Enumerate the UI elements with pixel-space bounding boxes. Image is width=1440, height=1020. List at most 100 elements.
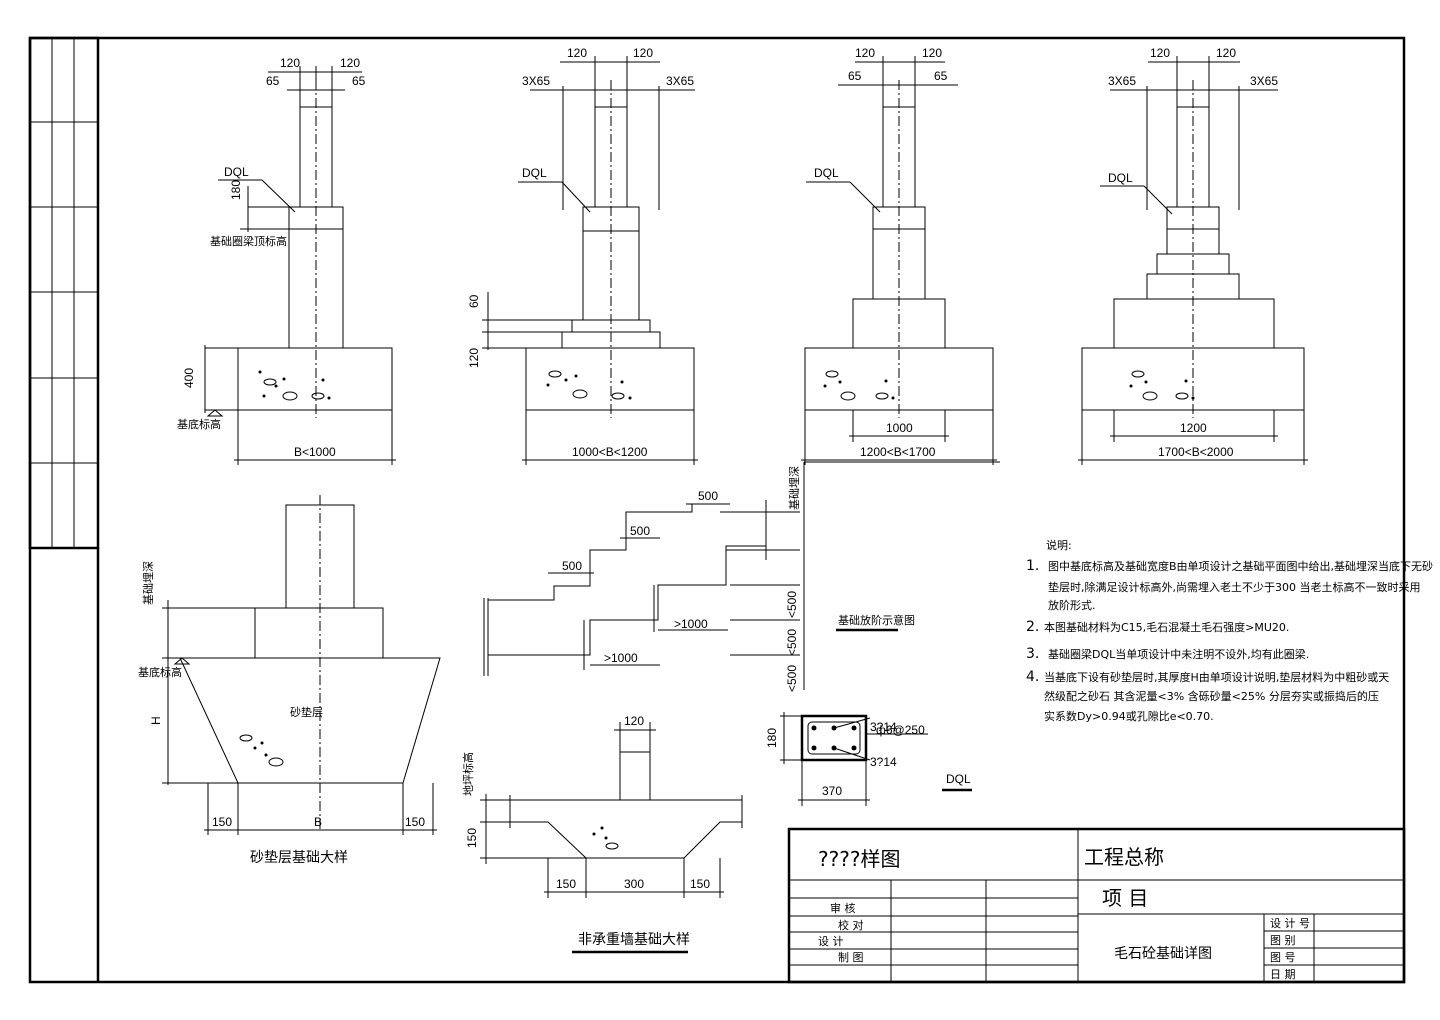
sand-layer-label: 砂垫层: [290, 705, 323, 719]
dim-label: 150: [405, 815, 425, 829]
beam-width-label: 370: [822, 784, 842, 798]
note-line: 垫层时,除满足设计标高外,尚需埋入老土不少于300 当老土标高不一致时采用: [1048, 580, 1420, 594]
project-label: 工程总称: [1084, 845, 1164, 869]
sand-cushion-detail: 基础埋深 基底标高 H 砂垫层 150 B 150 砂垫层基础大样: [138, 495, 441, 866]
dim-label: 120: [922, 46, 942, 60]
dql-label: DQL: [814, 166, 839, 180]
dim-label: 150: [212, 815, 232, 829]
dim-label: 300: [624, 877, 644, 891]
dim-label: 3X65: [522, 74, 550, 88]
dim-label: 3X65: [1250, 74, 1278, 88]
dim-label: 150: [556, 877, 576, 891]
width-label: 1000<B<1200: [572, 445, 648, 459]
inner-width-label: 1200: [1180, 421, 1207, 435]
height-label: <500: [785, 591, 799, 618]
foundation-detail-2: 120 120 3X65 3X65 DQL 60 120 1000<B<1200: [467, 46, 698, 465]
rubble-aggregate: [546, 370, 632, 400]
sand-detail-title: 砂垫层基础大样: [250, 849, 348, 866]
h-label: H: [149, 716, 163, 725]
dim-label: 120: [467, 348, 481, 368]
note-number: 1.: [1026, 558, 1039, 574]
step-width-label: 500: [630, 524, 650, 538]
burial-depth-label: 基础埋深: [142, 561, 155, 605]
dim-label: 3X65: [666, 74, 694, 88]
dim-label: 180: [229, 180, 243, 200]
dim-label: 3X65: [1108, 74, 1136, 88]
dim-label: 65: [848, 69, 862, 83]
foundation-detail-4: 120 120 3X65 3X65 DQL 1200 1700<B<2000: [1078, 46, 1308, 465]
beam-title: DQL: [946, 772, 971, 786]
stirrup-label: ф6@250: [876, 723, 925, 737]
dim-label: 120: [624, 714, 644, 728]
note-line: 实系数Dy>0.94或孔隙比e<0.70.: [1044, 709, 1214, 723]
sign-row-label: 制 图: [838, 951, 864, 964]
dql-label: DQL: [224, 165, 249, 179]
notes-title: 说明:: [1046, 538, 1072, 552]
burial-depth-label: 基础埋深: [788, 466, 801, 510]
note-number: 4.: [1026, 669, 1039, 685]
dim-label: 120: [633, 46, 653, 60]
length-label: >1000: [604, 651, 638, 665]
rubble-aggregate: [592, 826, 619, 850]
dim-label: 120: [855, 46, 875, 60]
dim-label: 150: [465, 828, 479, 848]
info-row-label: 日 期: [1270, 968, 1296, 981]
sign-row-label: 校 对: [838, 918, 864, 932]
dim-label: 65: [934, 69, 948, 83]
inner-width-label: 1000: [886, 421, 913, 435]
height-label: <500: [785, 665, 799, 692]
top-bar-label: 3?14: [870, 720, 897, 734]
note-number: 3.: [1026, 646, 1039, 662]
rubble-aggregate: [1129, 370, 1195, 401]
info-row-label: 图 号: [1270, 951, 1296, 964]
sign-row-label: 审 核: [830, 901, 856, 915]
ground-level-label: 地坪标高: [461, 752, 475, 796]
non-bearing-wall-detail: 120 地坪标高 150 150 300 150 非承重墙基础大样: [461, 714, 743, 954]
dql-label: DQL: [1108, 171, 1133, 185]
bottom-bar-label: 3?14: [870, 755, 897, 769]
item-label: 项 目: [1102, 886, 1148, 910]
note-line: 然级配之砂石 其含泥量<3% 含砾砂量<25% 分层夯实或振捣后的压: [1044, 689, 1379, 703]
ring-beam-top-label: 基础圈梁顶标高: [210, 234, 287, 248]
info-row-label: 图 别: [1270, 934, 1296, 947]
foundation-detail-3: 120 120 65 65 DQL 1000 1200<B<1700: [801, 46, 997, 465]
dim-label: 120: [567, 46, 587, 60]
info-row-label: 设 计 号: [1270, 917, 1310, 930]
beam-height-label: 180: [765, 728, 779, 748]
width-label: B<1000: [294, 445, 336, 459]
dim-label: 120: [340, 56, 360, 70]
drawing-name: 毛石砼基础详图: [1114, 945, 1212, 962]
note-line: 图中基底标高及基础宽度B由单项设计之基础平面图中给出,基础埋深当底下无砂: [1048, 559, 1433, 573]
note-line: 本图基础材料为C15,毛石混凝土毛石强度>MU20.: [1044, 620, 1289, 634]
note-line: 当基底下设有砂垫层时,其厚度H由单项设计说明,垫层材料为中粗砂或天: [1044, 670, 1389, 684]
dim-label: 65: [266, 74, 280, 88]
step-diagram-title: 基础放阶示意图: [838, 613, 915, 627]
binding-strip: [28, 36, 100, 982]
rubble-aggregate: [239, 734, 284, 767]
dim-label: 60: [467, 294, 481, 308]
dim-label: B: [314, 815, 322, 829]
stepped-foundation-diagram: >1000 >1000 500 500 500 <500 <500 <500 基…: [483, 461, 1000, 692]
non-bearing-title: 非承重墙基础大样: [578, 931, 690, 948]
dql-beam-section: 3?14 ф6@250 3?14 180 370 DQL: [765, 712, 972, 806]
note-line: 放阶形式.: [1048, 598, 1096, 612]
sign-row-label: 设 计: [818, 935, 844, 948]
dim-label: 120: [1216, 46, 1236, 60]
width-label: 1700<B<2000: [1158, 445, 1234, 459]
note-number: 2.: [1026, 619, 1039, 635]
rubble-aggregate: [823, 370, 895, 401]
dim-label: 65: [352, 74, 366, 88]
rubble-aggregate: [258, 370, 331, 401]
foundation-detail-1: 120 120 65 65 DQL 180 基础圈梁顶标高 400 基底标高: [177, 56, 396, 465]
base-level-label: 基底标高: [138, 665, 182, 679]
step-width-label: 500: [562, 559, 582, 573]
step-width-label: 500: [698, 489, 718, 503]
dql-label: DQL: [522, 166, 547, 180]
note-line: 基础圈梁DQL当单项设计中未注明不设外,均有此圈梁.: [1048, 647, 1309, 661]
dim-label: 400: [182, 368, 196, 388]
dim-label: 120: [280, 56, 300, 70]
design-notes: 说明: 1. 图中基底标高及基础宽度B由单项设计之基础平面图中给出,基础埋深当底…: [1026, 538, 1433, 723]
length-label: >1000: [674, 617, 708, 631]
sample-title: ????样图: [818, 847, 900, 871]
